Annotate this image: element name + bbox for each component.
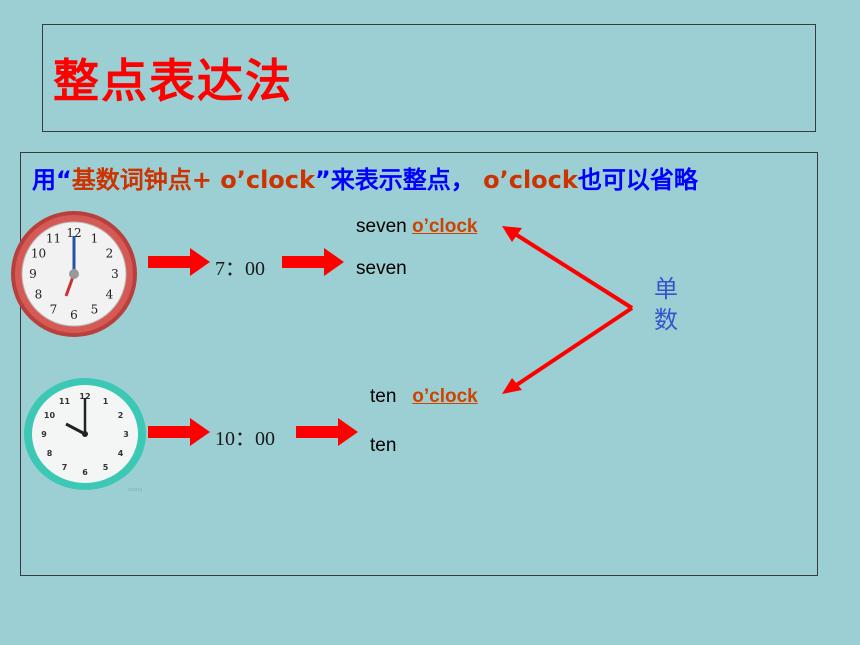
clock-numeral: 1 (91, 232, 99, 246)
clock-numeral: 12 (79, 392, 90, 401)
clock-numeral: 6 (82, 468, 88, 477)
word-oclock: o’clock (411, 216, 478, 237)
time-seven: 7：00 (215, 258, 265, 280)
subtitle-part2: 基数词钟点 (71, 166, 192, 194)
clock-numeral: 7 (62, 463, 68, 472)
singular-char-2: 数 (654, 306, 678, 334)
content-box (20, 152, 818, 576)
expression-seven-oclock: seven o’clock (356, 216, 477, 238)
clock-numeral: 10 (44, 411, 56, 420)
clock-numeral: 6 (70, 308, 78, 322)
word-oclock: o’clock (412, 386, 478, 407)
clock-numeral: 9 (29, 267, 37, 281)
arrow-right-icon (282, 248, 344, 276)
word-ten-alone: ten (370, 435, 397, 456)
clock-numeral: 2 (106, 247, 114, 261)
clock-numeral: 1 (103, 397, 109, 406)
clock-numeral: 7 (50, 303, 58, 317)
clock-numeral: 3 (123, 430, 129, 439)
singular-label: 单 数 (652, 274, 680, 336)
word-ten: ten (370, 386, 413, 407)
singular-char-1: 单 (654, 275, 678, 303)
word-seven: seven (356, 216, 412, 237)
clock-numeral: 5 (103, 463, 109, 472)
slide-title: 整点表达法 (53, 54, 293, 108)
subtitle-part1: 用“ (32, 166, 72, 194)
clock-numeral: 8 (35, 288, 43, 302)
clock-watermark: ▭▭▭ (128, 487, 142, 493)
clock-numeral: 4 (106, 288, 114, 302)
subtitle-part6: 也可以省略 (577, 166, 698, 194)
converging-arrows-icon (502, 226, 634, 394)
subtitle-part3: + o’clock (191, 166, 315, 194)
expression-ten-oclock: ten o’clock (370, 386, 478, 408)
arrow-right-icon (296, 418, 358, 446)
clock-numeral: 11 (59, 397, 71, 406)
subtitle-part4: ”来表示整点， (314, 166, 484, 194)
clock-numeral: 4 (118, 449, 124, 458)
clock-numeral: 2 (118, 411, 124, 420)
title-box: 整点表达法 (42, 24, 816, 132)
clock-numeral: 9 (41, 430, 47, 439)
arrow-right-icon (148, 248, 210, 276)
clock-numeral: 11 (46, 232, 61, 246)
clock-numeral: 8 (47, 449, 53, 458)
clock-numeral: 5 (91, 303, 99, 317)
time-ten: 10：00 (215, 428, 275, 450)
clock-numeral: 12 (66, 226, 81, 240)
arrow-right-icon (148, 418, 210, 446)
subtitle: 用“基数词钟点+ o’clock”来表示整点， o’clock也可以省略 (32, 160, 698, 195)
subtitle-part5: o’clock (483, 166, 578, 194)
word-seven-alone: seven (356, 258, 407, 279)
clock-numeral: 10 (31, 247, 46, 261)
clock-numeral: 3 (111, 267, 119, 281)
